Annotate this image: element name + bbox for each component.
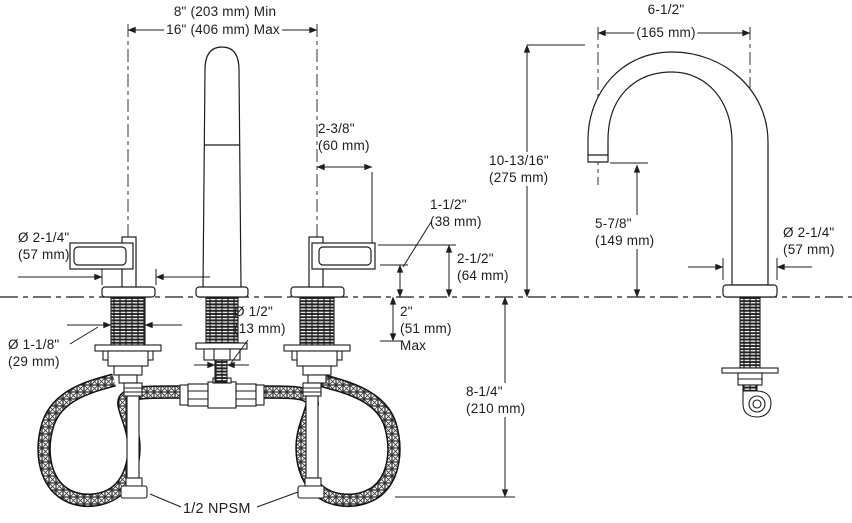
- center-shank-assembly: [195, 296, 248, 383]
- dim-handle-base-dia-label: Ø 2-1/4" (57 mm): [18, 229, 70, 263]
- dim-handle-height-label: 2-1/2" (64 mm): [457, 250, 509, 284]
- dim-below-deck-in: 8-1/4": [466, 384, 503, 399]
- dim-handle-reach-label: 2-3/8" (60 mm): [318, 120, 370, 154]
- dim-spout-height-in: 10-13/16": [489, 153, 549, 168]
- dim-handle-base-dia-mm: (57 mm): [18, 247, 70, 262]
- left-valve-assembly: [94, 296, 162, 499]
- dim-outlet-height-mm: (149 mm): [595, 233, 655, 248]
- right-valve-assembly: [283, 296, 351, 499]
- dim-deck-thickness-note: Max: [400, 338, 427, 353]
- dim-valve-shank-dia-mm: (29 mm): [8, 354, 60, 369]
- dim-handle-clearance-mm: (38 mm): [430, 214, 482, 229]
- dim-below-deck-mm: (210 mm): [466, 401, 526, 416]
- dim-handle-height-in: 2-1/2": [457, 251, 494, 266]
- dim-spout-reach-in-label: 6-1/2": [647, 2, 685, 17]
- dim-valve-shank-dia-label: Ø 1-1/8" (29 mm): [8, 336, 60, 370]
- dim-spout-base-dia-mm: (57 mm): [783, 242, 835, 257]
- dim-deck-thickness-mm: (51 mm): [400, 321, 452, 336]
- dim-outlet-height-in: 5-7/8": [595, 216, 632, 231]
- left-handle: [69, 236, 156, 298]
- dim-spread-min-label: 8" (203 mm) Min: [173, 4, 277, 19]
- dim-handle-base-dia-in: Ø 2-1/4": [18, 230, 70, 245]
- side-shank-assembly: [721, 296, 779, 418]
- dim-spout-height-mm: (275 mm): [489, 170, 549, 185]
- dim-deck-thickness-label: 2" (51 mm) Max: [400, 303, 452, 354]
- front-spout: [195, 46, 249, 298]
- dim-spout-reach-mm-label: (165 mm): [634, 24, 698, 41]
- side-spout: [587, 51, 778, 298]
- dim-spout-base-dia-in: Ø 2-1/4": [783, 225, 835, 240]
- dim-handle-reach-mm: (60 mm): [318, 138, 370, 153]
- dim-valve-shank-dia-in: Ø 1-1/8": [8, 337, 60, 352]
- dim-center-shank-dia-label: Ø 1/2" (13 mm): [234, 303, 286, 337]
- dim-spout-height-label: 10-13/16" (275 mm): [487, 152, 551, 186]
- dim-center-shank-dia-mm: (13 mm): [234, 321, 286, 336]
- dim-spread-max-label: 16" (406 mm) Max: [164, 21, 282, 38]
- dim-handle-height-mm: (64 mm): [457, 268, 509, 283]
- dim-spout-base-dia-label: Ø 2-1/4" (57 mm): [783, 224, 835, 258]
- dim-outlet-height-label: 5-7/8" (149 mm): [593, 215, 657, 249]
- dim-deck-thickness-in: 2": [400, 304, 413, 319]
- dim-below-deck-label: 8-1/4" (210 mm): [464, 383, 528, 417]
- dim-handle-clearance-label: 1-1/2" (38 mm): [430, 196, 482, 230]
- dim-center-shank-dia-in: Ø 1/2": [234, 304, 274, 319]
- dim-handle-reach-in: 2-3/8": [318, 121, 355, 136]
- right-handle: [290, 236, 376, 298]
- dim-handle-clearance-in: 1-1/2": [430, 197, 467, 212]
- supply-thread-label: 1/2 NPSM: [183, 501, 251, 517]
- dimension-lines: [18, 26, 812, 508]
